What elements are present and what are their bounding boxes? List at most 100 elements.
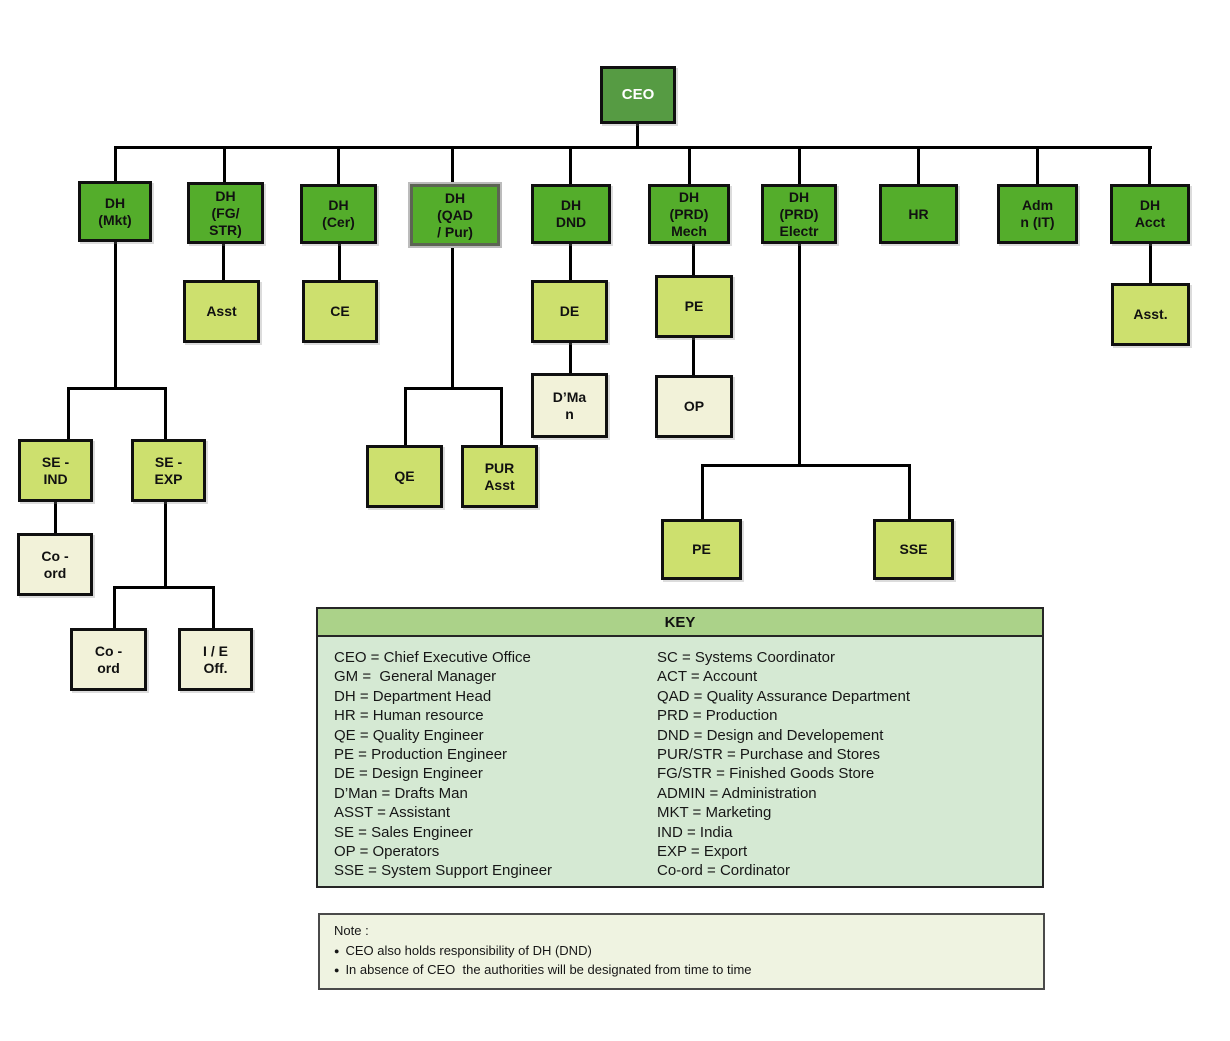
org-node-label: / Pur) (437, 223, 473, 240)
org-node-label: PUR (484, 459, 515, 476)
note-bullet-text: In absence of CEO the authorities will b… (345, 962, 752, 977)
key-entry: PUR/STR = Purchase and Stores (657, 746, 881, 764)
org-node-label: DH (678, 188, 700, 205)
connector-line (114, 146, 1152, 149)
org-node-label: Asst (206, 303, 237, 319)
org-node-asst-fg-str[interactable]: Asst (183, 280, 260, 343)
org-node-label: ord (43, 564, 67, 581)
key-entry: EXP = Export (657, 843, 748, 861)
org-node-label: Acct (1134, 214, 1166, 230)
key-entry: FG/STR = Finished Goods Store (657, 765, 875, 783)
connector-line (569, 342, 572, 374)
org-node-dh-fg-str[interactable]: DH(FG/STR) (187, 182, 264, 244)
org-node-label: QE (394, 468, 415, 484)
org-node-op[interactable]: OP (655, 375, 733, 438)
key-entry: QE = Quality Engineer (334, 726, 484, 744)
org-node-se-ind[interactable]: SE -IND (18, 439, 93, 502)
org-node-label: DH (104, 194, 126, 211)
key-entry: IND = India (657, 823, 733, 841)
key-entry: HR = Human resource (334, 707, 484, 725)
key-entry: ADMIN = Administration (657, 784, 817, 802)
key-entry: ASST = Assistant (334, 804, 451, 822)
connector-line (917, 146, 920, 186)
org-node-pe-electr[interactable]: PE (661, 519, 742, 580)
connector-line (212, 586, 215, 629)
org-node-sse[interactable]: SSE (873, 519, 954, 580)
connector-line (337, 146, 340, 186)
org-node-qe[interactable]: QE (366, 445, 443, 508)
key-entry: SE = Sales Engineer (334, 823, 473, 841)
org-node-dh-prd-mech[interactable]: DH(PRD)Mech (648, 184, 730, 244)
key-entry: SC = Systems Coordinator (657, 649, 835, 666)
connector-line (1148, 146, 1151, 186)
key-entry: DND = Design and Developement (657, 726, 884, 744)
connector-line (500, 387, 503, 446)
org-node-de[interactable]: DE (531, 280, 608, 343)
key-entry: DE = Design Engineer (334, 765, 483, 783)
org-node-ce[interactable]: CE (302, 280, 378, 343)
connector-line (701, 464, 911, 467)
connector-line (113, 586, 215, 589)
org-node-dh-mkt[interactable]: DH(Mkt) (78, 181, 152, 242)
connector-line (114, 146, 117, 184)
org-node-label: DH (1139, 197, 1161, 213)
org-node-label: PE (684, 298, 704, 314)
connector-line (338, 243, 341, 281)
org-node-label: Asst (484, 476, 515, 493)
org-node-label: DH (215, 187, 236, 204)
org-node-label: DH (560, 197, 582, 213)
org-node-label: Off. (203, 659, 228, 676)
connector-line (67, 387, 70, 440)
connector-line (908, 464, 911, 520)
org-node-ceo[interactable]: CEO (600, 66, 676, 124)
org-node-dh-qad-pur[interactable]: DH(QAD/ Pur) (410, 184, 500, 246)
org-node-label: SSE (899, 541, 928, 557)
org-node-se-exp[interactable]: SE -EXP (131, 439, 206, 502)
connector-line (113, 586, 116, 629)
org-node-dh-cer[interactable]: DH(Cer) (300, 184, 377, 244)
note-title: Note : (334, 923, 369, 938)
org-node-label: Asst. (1133, 306, 1168, 322)
bullet-dot-icon: ● (334, 965, 340, 975)
org-node-hr[interactable]: HR (879, 184, 958, 244)
org-node-label: DH (788, 188, 810, 205)
key-entry: PRD = Production (657, 707, 778, 725)
org-node-label: DND (555, 214, 587, 230)
key-entry: CEO = Chief Executive Office (334, 649, 531, 666)
org-node-label: Mech (671, 222, 707, 239)
org-node-label: EXP (154, 470, 183, 487)
key-entry: PE = Production Engineer (334, 746, 508, 764)
org-node-label: Co - (94, 642, 123, 659)
org-node-coord-ind[interactable]: Co -ord (17, 533, 93, 596)
connector-line (1149, 243, 1152, 284)
connector-line (636, 124, 639, 148)
note-bullet-text: CEO also holds responsibility of DH (DND… (345, 943, 592, 958)
key-legend-title: KEY (318, 609, 1042, 637)
connector-line (222, 243, 225, 281)
note-bullet: ● In absence of CEO the authorities will … (334, 961, 1043, 980)
connector-line (688, 146, 691, 186)
connector-line (569, 146, 572, 186)
org-node-label: (Mkt) (98, 211, 132, 228)
org-node-label: STR) (209, 221, 242, 238)
key-entry: D’Man = Drafts Man (334, 784, 468, 802)
org-node-label: n (IT) (1020, 214, 1055, 230)
org-node-coord-exp[interactable]: Co -ord (70, 628, 147, 691)
org-node-label: CE (330, 303, 350, 319)
connector-line (798, 243, 801, 467)
org-node-label: SE - (154, 453, 183, 470)
org-node-asst-acct[interactable]: Asst. (1111, 283, 1190, 346)
org-node-label: OP (683, 398, 705, 414)
org-node-dh-prd-electr[interactable]: DH(PRD)Electr (761, 184, 837, 244)
org-node-pe-mech[interactable]: PE (655, 275, 733, 338)
